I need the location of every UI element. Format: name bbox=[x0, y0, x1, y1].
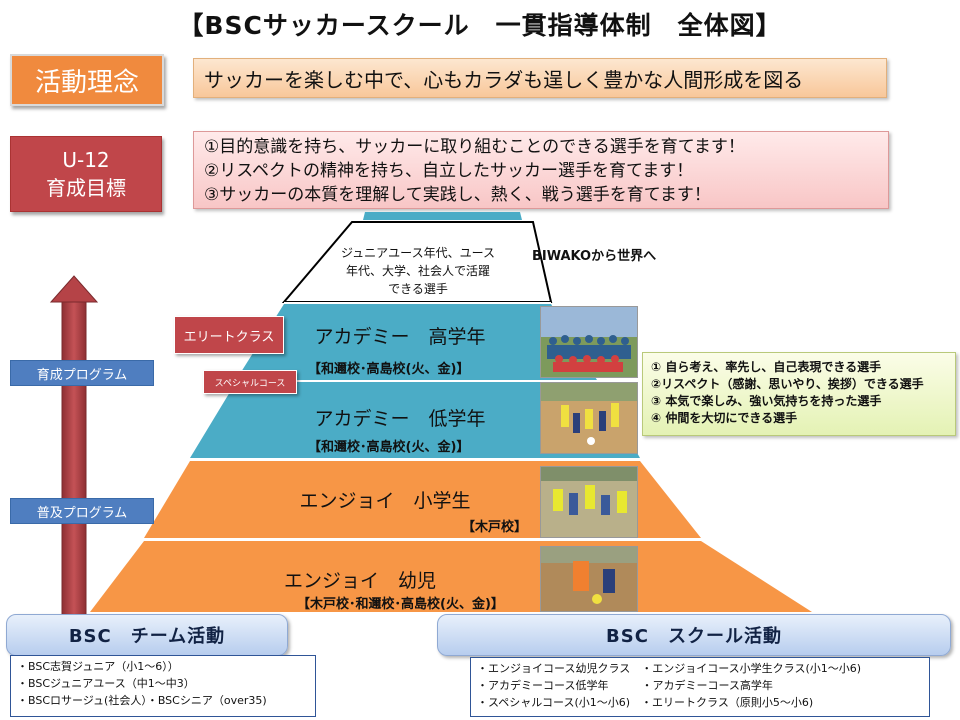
tier-1-text: アカデミー 高学年 bbox=[300, 322, 500, 349]
quality-item: ②リスペクト（感謝、思いやり、挨拶）できる選手 bbox=[651, 377, 924, 391]
list-item: ・アカデミーコース低学年 ・アカデミーコース高学年 bbox=[477, 679, 773, 692]
tier-title: エンジョイ 幼児 bbox=[283, 570, 436, 592]
player-qualities-box: ① 自ら考え、率先し、自己表現できる選手 ②リスペクト（感謝、思いやり、挨拶）で… bbox=[642, 352, 956, 436]
growth-arrow-head bbox=[49, 275, 99, 303]
philosophy-text: サッカーを楽しむ中で、心もカラダも逞しく豊かな人間形成を図る bbox=[193, 58, 887, 98]
popular-program-label: 普及プログラム bbox=[10, 498, 154, 524]
tier-4-sub: 【木戸校･和邇校･高島校(火、金)】 bbox=[297, 597, 504, 612]
elite-class-tag: エリートクラス bbox=[174, 316, 284, 354]
team-activity-list: ・BSC志賀ジュニア（小1～6）） ・BSCジュニアユース（中1～中3） ・BS… bbox=[10, 655, 316, 717]
tier-title: エンジョイ 小学生 bbox=[299, 490, 471, 512]
tier-3-text: エンジョイ 小学生 bbox=[275, 486, 495, 513]
tier-2-sub: 【和邇校･高島校(火、金)】 bbox=[308, 440, 470, 455]
quality-item: ③ 本気で楽しみ、強い気持ちを持った選手 bbox=[651, 394, 882, 408]
school-activity-header: BSC スクール活動 bbox=[437, 614, 951, 656]
quality-item: ① 自ら考え、率先し、自己表現できる選手 bbox=[651, 360, 882, 374]
tier-3-sub: 【木戸校】 bbox=[462, 520, 528, 535]
growth-arrow-shaft bbox=[61, 299, 87, 619]
enjoy-kids-photo bbox=[540, 546, 638, 612]
u12-label-line2: 育成目標 bbox=[46, 176, 126, 200]
growth-program-label: 育成プログラム bbox=[10, 360, 154, 386]
u12-goals: ①目的意識を持ち、サッカーに取り組むことのできる選手を育てます！ ②リスペクトの… bbox=[193, 131, 889, 209]
list-item: ・エンジョイコース幼児クラス ・エンジョイコース小学生クラス(小1～小6) bbox=[477, 662, 862, 675]
goal-item: ②リスペクトの精神を持ち、自立したサッカー選手を育てます！ bbox=[204, 161, 694, 181]
school-activity-list: ・エンジョイコース幼児クラス ・エンジョイコース小学生クラス(小1～小6) ・ア… bbox=[470, 657, 930, 717]
list-item: ・BSCロサージュ(社会人）・BSCシニア（over35) bbox=[17, 694, 267, 707]
tier-title: アカデミー 高学年 bbox=[314, 326, 486, 348]
special-course-tag: スペシャルコース bbox=[203, 370, 297, 394]
apex-text-line: できる選手 bbox=[388, 282, 448, 296]
u12-label-line1: U-12 bbox=[62, 148, 110, 172]
pyramid-cap bbox=[363, 212, 522, 220]
list-item: ・BSC志賀ジュニア（小1～6）） bbox=[17, 660, 179, 673]
tier-4-text: エンジョイ 幼児 bbox=[250, 566, 470, 593]
team-photo bbox=[540, 306, 638, 378]
academy-photo bbox=[540, 382, 638, 454]
apex-caption: BIWAKOから世界へ bbox=[532, 249, 657, 264]
tier-academy-upper bbox=[236, 304, 597, 380]
enjoy-elementary-photo bbox=[540, 466, 638, 538]
apex-text-line: 年代、大学、社会人で活躍 bbox=[345, 264, 490, 278]
tier-title: アカデミー 低学年 bbox=[314, 408, 486, 430]
list-item: ・BSCジュニアユース（中1～中3） bbox=[17, 677, 195, 690]
page-title: 【BSCサッカースクール 一貫指導体制 全体図】 bbox=[178, 11, 782, 40]
quality-item: ④ 仲間を大切にできる選手 bbox=[651, 411, 798, 425]
list-item: ・スペシャルコース(小1～小6) ・エリートクラス（原則小5～小6) bbox=[477, 696, 814, 709]
tier-academy-lower bbox=[190, 382, 640, 458]
team-activity-header: BSC チーム活動 bbox=[6, 614, 288, 656]
u12-label: U-12 育成目標 bbox=[10, 136, 162, 212]
goal-item: ①目的意識を持ち、サッカーに取り組むことのできる選手を育てます！ bbox=[204, 137, 745, 157]
philosophy-label: 活動理念 bbox=[10, 54, 164, 106]
goal-item: ③サッカーの本質を理解して実践し、熱く、戦う選手を育てます！ bbox=[204, 185, 711, 205]
apex-text-line: ジュニアユース年代、ユース bbox=[341, 246, 495, 260]
tier-2-text: アカデミー 低学年 bbox=[300, 404, 500, 431]
tier-1-sub: 【和邇校･高島校(火、金)】 bbox=[308, 362, 470, 377]
apex-text: ジュニアユース年代、ユース 年代、大学、社会人で活躍 できる選手 bbox=[318, 244, 518, 298]
